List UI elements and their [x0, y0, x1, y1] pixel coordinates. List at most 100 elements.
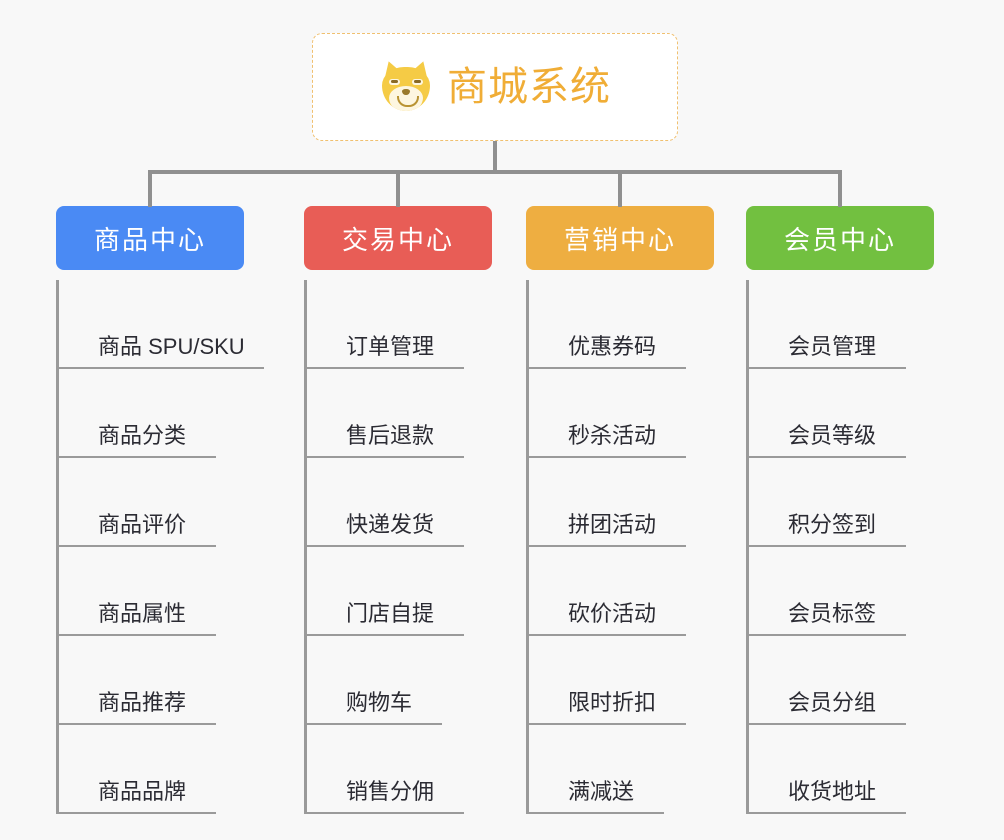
branch-items-product-center: 商品 SPU/SKU 商品分类商品评价商品属性商品推荐商品品牌 [56, 280, 264, 814]
leaf-item-underline [304, 812, 464, 814]
leaf-item-underline [304, 545, 464, 547]
leaf-item-underline [526, 723, 686, 725]
leaf-item-label: 秒杀活动 [568, 423, 657, 448]
leaf-item[interactable]: 商品评价 [56, 458, 244, 547]
branch-product-center: 商品中心商品 SPU/SKU 商品分类商品评价商品属性商品推荐商品品牌 [56, 206, 264, 814]
leaf-item[interactable]: 快递发货 [304, 458, 492, 547]
leaf-item-underline [304, 456, 464, 458]
leaf-item[interactable]: 门店自提 [304, 547, 492, 636]
leaf-item-label: 拼团活动 [568, 512, 657, 537]
leaf-item[interactable]: 售后退款 [304, 369, 492, 458]
connector-drop-product-center [148, 170, 152, 207]
root-title: 商城系统 [447, 65, 611, 109]
branch-items-trade-center: 订单管理售后退款快递发货门店自提购物车销售分佣 [304, 280, 492, 814]
leaf-item-underline [746, 812, 906, 814]
leaf-item-label: 商品分类 [98, 423, 187, 448]
leaf-item-underline [526, 545, 686, 547]
leaf-item[interactable]: 商品分类 [56, 369, 244, 458]
leaf-item-label: 限时折扣 [568, 690, 657, 715]
leaf-item-underline [56, 367, 264, 369]
leaf-item-underline [56, 456, 216, 458]
connector-drop-member-center [838, 170, 842, 207]
root-node-mall-system[interactable]: 商城系统 [312, 33, 678, 141]
leaf-item[interactable]: 商品 SPU/SKU [56, 280, 264, 369]
connector-root-stem [493, 141, 497, 173]
leaf-item-underline [526, 812, 664, 814]
leaf-item-label: 商品推荐 [98, 690, 187, 715]
branch-spine [304, 280, 307, 814]
leaf-item[interactable]: 商品推荐 [56, 636, 244, 725]
leaf-item-underline [56, 723, 216, 725]
branch-title: 会员中心 [783, 224, 896, 255]
leaf-item[interactable]: 订单管理 [304, 280, 492, 369]
leaf-item[interactable]: 购物车 [304, 636, 492, 725]
leaf-item-label: 快递发货 [346, 512, 435, 537]
branch-spine [526, 280, 529, 814]
branch-spine [56, 280, 59, 814]
leaf-item-underline [746, 456, 906, 458]
branch-title: 营销中心 [563, 224, 676, 255]
leaf-item-label: 订单管理 [346, 334, 435, 359]
branch-spine [746, 280, 749, 814]
leaf-item-label: 砍价活动 [568, 601, 657, 626]
branch-member-center: 会员中心会员管理会员等级积分签到会员标签会员分组收货地址 [746, 206, 934, 814]
leaf-item-label: 收货地址 [788, 779, 877, 804]
leaf-item[interactable]: 会员等级 [746, 369, 934, 458]
leaf-item-underline [304, 723, 442, 725]
branch-trade-center: 交易中心订单管理售后退款快递发货门店自提购物车销售分佣 [304, 206, 492, 814]
leaf-item-label: 会员分组 [788, 690, 877, 715]
leaf-item[interactable]: 商品属性 [56, 547, 244, 636]
leaf-item[interactable]: 会员标签 [746, 547, 934, 636]
leaf-item[interactable]: 收货地址 [746, 725, 934, 814]
branch-title: 商品中心 [93, 224, 206, 255]
leaf-item-underline [304, 634, 464, 636]
leaf-item-underline [56, 812, 216, 814]
leaf-item-label: 商品属性 [98, 601, 187, 626]
leaf-item-underline [56, 545, 216, 547]
branch-marketing-center: 营销中心优惠券码秒杀活动拼团活动砍价活动限时折扣满减送 [526, 206, 714, 814]
leaf-item-label: 满减送 [568, 779, 635, 804]
leaf-item[interactable]: 优惠券码 [526, 280, 714, 369]
leaf-item[interactable]: 积分签到 [746, 458, 934, 547]
leaf-item-underline [746, 545, 906, 547]
leaf-item[interactable]: 满减送 [526, 725, 714, 814]
branch-header-member-center[interactable]: 会员中心 [746, 206, 934, 270]
leaf-item[interactable]: 秒杀活动 [526, 369, 714, 458]
shiba-dog-face-icon [379, 58, 433, 114]
leaf-item[interactable]: 砍价活动 [526, 547, 714, 636]
leaf-item-underline [304, 367, 464, 369]
branch-header-product-center[interactable]: 商品中心 [56, 206, 244, 270]
leaf-item-label: 售后退款 [346, 423, 435, 448]
branch-header-trade-center[interactable]: 交易中心 [304, 206, 492, 270]
connector-horizontal-bar [150, 170, 840, 174]
leaf-item-label: 积分签到 [788, 512, 877, 537]
leaf-item-underline [746, 634, 906, 636]
branch-title: 交易中心 [341, 224, 454, 255]
leaf-item-label: 优惠券码 [568, 334, 657, 359]
leaf-item[interactable]: 销售分佣 [304, 725, 492, 814]
leaf-item-underline [56, 634, 216, 636]
leaf-item-label: 会员等级 [788, 423, 877, 448]
leaf-item-underline [526, 456, 686, 458]
branch-items-member-center: 会员管理会员等级积分签到会员标签会员分组收货地址 [746, 280, 934, 814]
leaf-item-label: 会员管理 [788, 334, 877, 359]
leaf-item-label: 门店自提 [346, 601, 435, 626]
leaf-item-label: 销售分佣 [346, 779, 435, 804]
leaf-item[interactable]: 会员管理 [746, 280, 934, 369]
branch-items-marketing-center: 优惠券码秒杀活动拼团活动砍价活动限时折扣满减送 [526, 280, 714, 814]
leaf-item[interactable]: 商品品牌 [56, 725, 244, 814]
connector-drop-trade-center [396, 170, 400, 207]
leaf-item-label: 商品品牌 [98, 779, 187, 804]
leaf-item-underline [526, 634, 686, 636]
leaf-item[interactable]: 限时折扣 [526, 636, 714, 725]
leaf-item[interactable]: 会员分组 [746, 636, 934, 725]
leaf-item-underline [746, 367, 906, 369]
leaf-item-label: 购物车 [346, 690, 413, 715]
leaf-item-underline [746, 723, 906, 725]
branch-header-marketing-center[interactable]: 营销中心 [526, 206, 714, 270]
leaf-item-underline [526, 367, 686, 369]
leaf-item-label: 商品评价 [98, 512, 187, 537]
leaf-item[interactable]: 拼团活动 [526, 458, 714, 547]
connector-drop-marketing-center [618, 170, 622, 207]
